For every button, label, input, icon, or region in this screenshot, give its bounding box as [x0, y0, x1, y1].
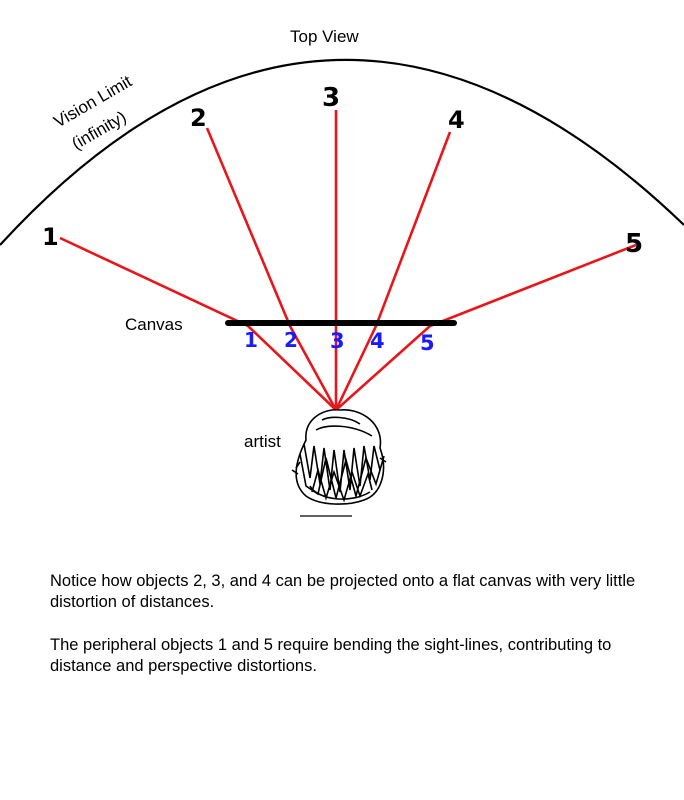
canvas-label: Canvas	[125, 315, 183, 334]
canvas-mark-4: 4	[370, 329, 385, 353]
canvas-mark-1: 1	[244, 328, 258, 352]
sight-line-2	[205, 127, 338, 411]
note-paragraph-2: The peripheral objects 1 and 5 require b…	[50, 636, 612, 675]
sight-line-5	[335, 243, 637, 411]
object-4-label: 4	[448, 106, 465, 134]
canvas-mark-3: 3	[330, 329, 345, 353]
top-view-diagram: Top View Vision Limit (infinity) Canvas …	[0, 27, 684, 517]
canvas-mark-5: 5	[420, 331, 435, 355]
sight-lines	[59, 110, 637, 411]
canvas-mark-2: 2	[284, 328, 298, 352]
artist-head-icon	[291, 409, 387, 517]
object-2-label: 2	[190, 104, 207, 132]
note-paragraph-1: Notice how objects 2, 3, and 4 can be pr…	[50, 572, 636, 611]
explanation-notes: Notice how objects 2, 3, and 4 can be pr…	[50, 571, 660, 699]
object-5-label: 5	[625, 229, 643, 259]
object-1-label: 1	[42, 223, 59, 251]
artist-label: artist	[244, 432, 281, 451]
top-view-title: Top View	[290, 27, 359, 46]
vision-limit-arc	[0, 58, 684, 246]
object-3-label: 3	[322, 83, 340, 113]
sight-line-4	[334, 131, 452, 411]
